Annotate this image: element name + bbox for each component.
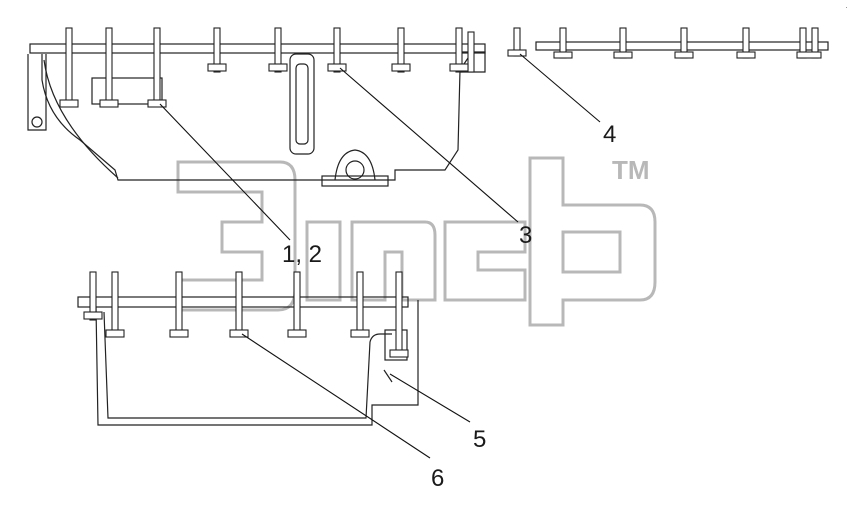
left-mount-bracket (27, 54, 47, 131)
bolt (455, 27, 463, 73)
bolt (356, 271, 364, 333)
leader-lines (159, 53, 601, 459)
callout-3: 3 (519, 222, 532, 249)
callout-4: 4 (603, 121, 616, 148)
leader-4 (519, 53, 601, 123)
dipstick-tube (289, 53, 315, 155)
bottom-bolts (83, 271, 409, 358)
top-view-oil-pan (27, 27, 829, 187)
leader-5 (389, 373, 471, 423)
bolt (467, 31, 475, 73)
bolt (153, 27, 161, 107)
callout-1-2: 1, 2 (282, 241, 322, 268)
bolt (395, 271, 403, 353)
top-flange-left (29, 43, 486, 54)
bolt (274, 27, 282, 73)
corner-mark: · (845, 2, 848, 12)
bolt (213, 27, 221, 73)
bolt (333, 27, 341, 73)
bolt (293, 271, 301, 333)
top-pan-inner-line (43, 59, 119, 179)
bolt (397, 27, 405, 73)
bottom-flange (77, 296, 409, 308)
bottom-pan-body (95, 300, 419, 426)
top-bolts (59, 27, 822, 108)
callout-6: 6 (431, 465, 444, 492)
bolt (89, 271, 97, 321)
drain-boss (334, 149, 376, 181)
bottom-view-oil-pan (77, 271, 419, 426)
bolt (111, 271, 119, 333)
top-pan-body (41, 54, 469, 181)
callout-5: 5 (473, 426, 486, 453)
trademark-mark: TM (612, 155, 650, 185)
watermark-logo (176, 156, 657, 327)
leader-6 (241, 333, 431, 459)
leader-1-2 (159, 103, 291, 241)
bolt (105, 27, 113, 107)
bolt (235, 271, 243, 333)
pan-pad (91, 77, 163, 105)
leader-3 (339, 67, 519, 223)
bottom-pan-inner (103, 311, 392, 419)
bracket-hole (31, 116, 43, 128)
bolt (175, 271, 183, 333)
bolt (65, 27, 73, 107)
